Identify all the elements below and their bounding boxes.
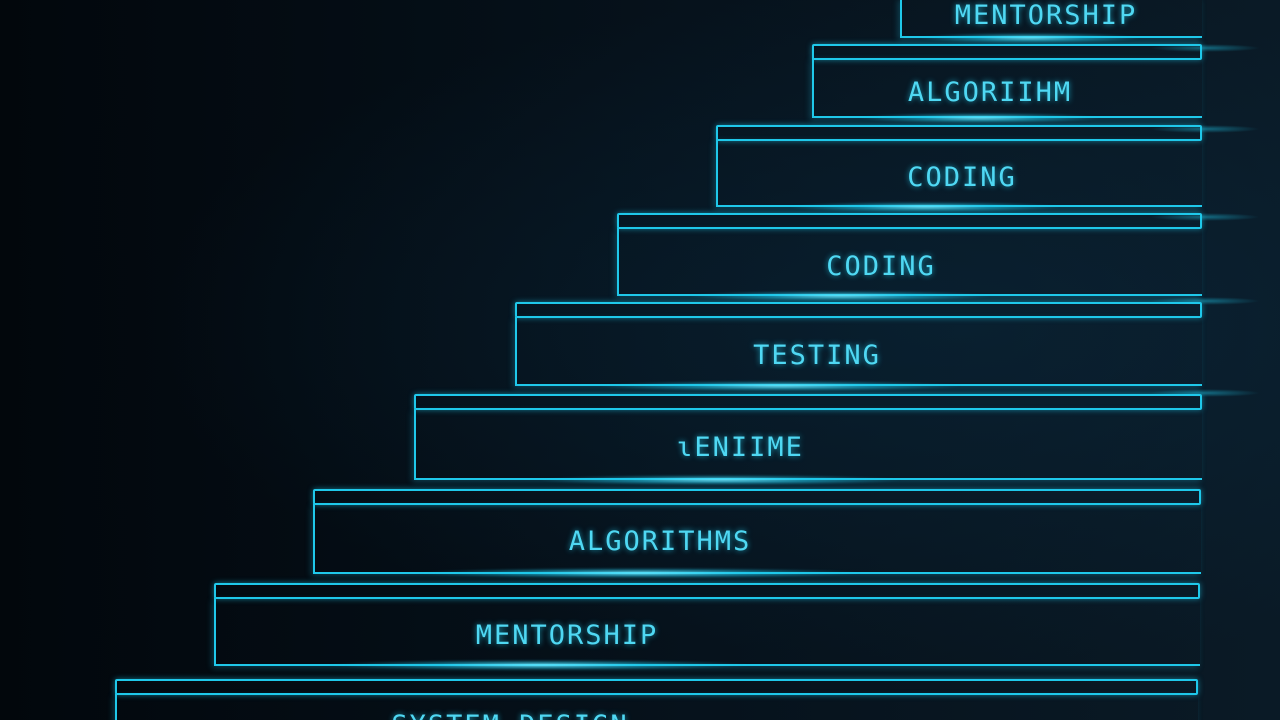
- step-label: ALGORITHMS: [568, 526, 752, 557]
- edge-glow: [1150, 213, 1260, 221]
- step-tread: [115, 679, 1198, 695]
- step-tread: [617, 213, 1202, 229]
- step-tread: [414, 394, 1202, 410]
- step-riser: [214, 598, 1200, 666]
- step-glow: [790, 202, 1060, 212]
- step-tread: [214, 583, 1200, 599]
- edge-glow: [1150, 125, 1260, 133]
- step-riser: [414, 409, 1202, 480]
- step-glow: [920, 33, 1140, 43]
- step-glow: [690, 291, 990, 301]
- step-glow: [330, 660, 750, 670]
- step-glow: [860, 113, 1100, 123]
- step-tread: [515, 302, 1202, 318]
- edge-glow: [1150, 297, 1260, 305]
- step-label: SYSTEM DESIGN: [391, 712, 628, 720]
- step-label: ALGORIIHM: [907, 77, 1073, 108]
- step-glow: [420, 568, 860, 578]
- step-label: MENTORSHIP: [954, 0, 1138, 31]
- step-label: CODING: [907, 162, 1017, 193]
- step-glow: [600, 381, 960, 391]
- step-tread: [716, 125, 1202, 141]
- step-riser: [115, 694, 1198, 720]
- step-riser: [313, 504, 1201, 574]
- edge-glow: [1150, 389, 1260, 397]
- step-label: CODING: [826, 251, 936, 282]
- step-glow: [540, 475, 900, 485]
- edge-glow: [1150, 44, 1260, 52]
- step-label: TESTING: [753, 340, 881, 371]
- step-tread: [812, 44, 1202, 60]
- step-label: MENTORSHIP: [475, 620, 659, 651]
- step-tread: [313, 489, 1201, 505]
- step-label: ɩENIIME: [676, 432, 804, 463]
